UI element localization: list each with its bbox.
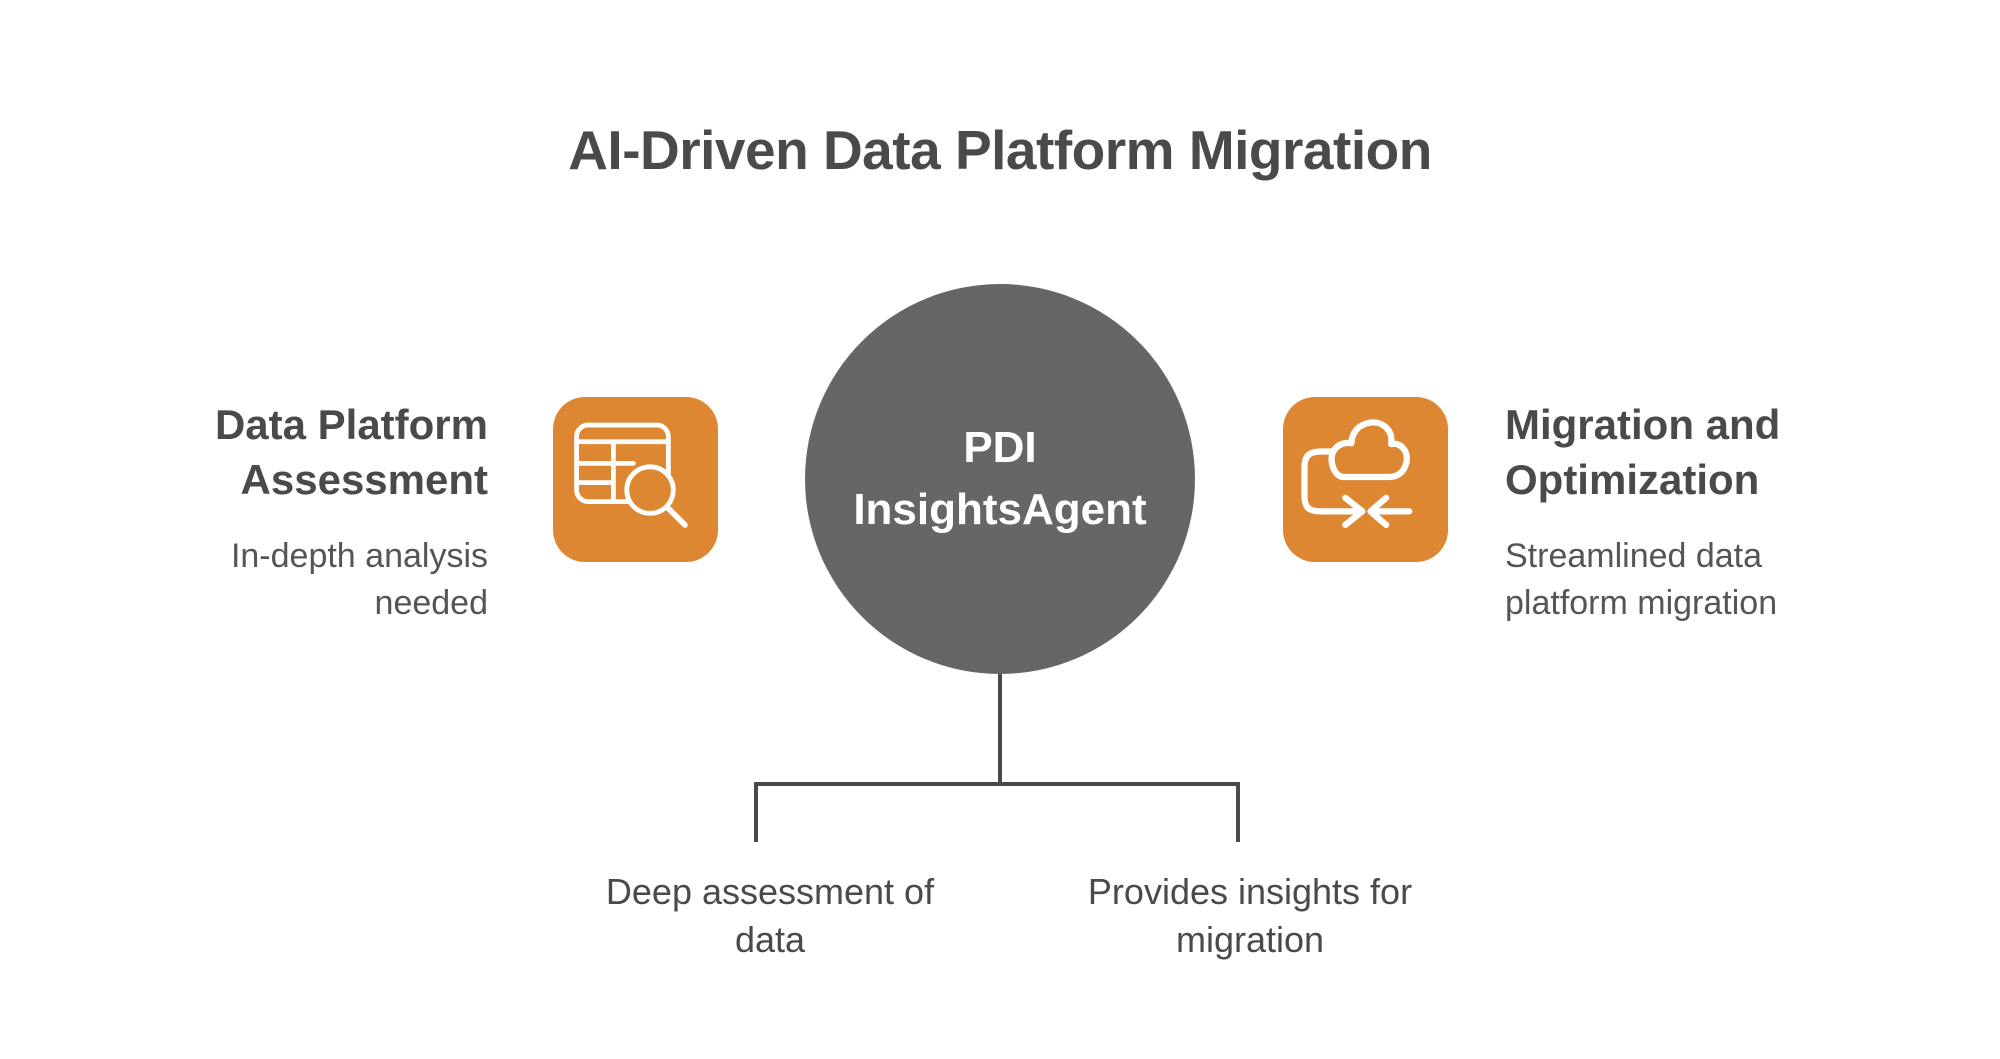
migration-icon-tile xyxy=(1283,397,1448,562)
connector-drop-left xyxy=(754,782,758,842)
assessment-heading: Data Platform Assessment xyxy=(214,401,488,503)
assessment-text-block: Data Platform Assessment In-depth analys… xyxy=(178,398,488,627)
migration-description: Streamlined data platform migration xyxy=(1505,537,1778,623)
connector-stem xyxy=(998,672,1002,786)
connector-drop-right xyxy=(1236,782,1240,842)
assessment-description: In-depth analysis needed xyxy=(230,537,488,623)
assessment-icon-tile xyxy=(553,397,718,562)
center-node-line1: PDI xyxy=(963,422,1037,472)
center-node: PDI InsightsAgent xyxy=(805,284,1195,674)
branch-label-provides-insights: Provides insights for migration xyxy=(1087,871,1413,960)
migration-heading: Migration and Optimization xyxy=(1505,401,1781,503)
branch-label-deep-assessment: Deep assessment of data xyxy=(605,871,935,960)
table-search-icon xyxy=(574,422,688,528)
migration-text-block: Migration and Optimization Streamlined d… xyxy=(1505,398,1835,627)
cloud-migration-icon xyxy=(1301,419,1413,529)
connector-horizontal-bar xyxy=(754,782,1240,786)
diagram-title: AI-Driven Data Platform Migration xyxy=(568,119,1432,181)
center-node-line2: InsightsAgent xyxy=(853,485,1147,534)
